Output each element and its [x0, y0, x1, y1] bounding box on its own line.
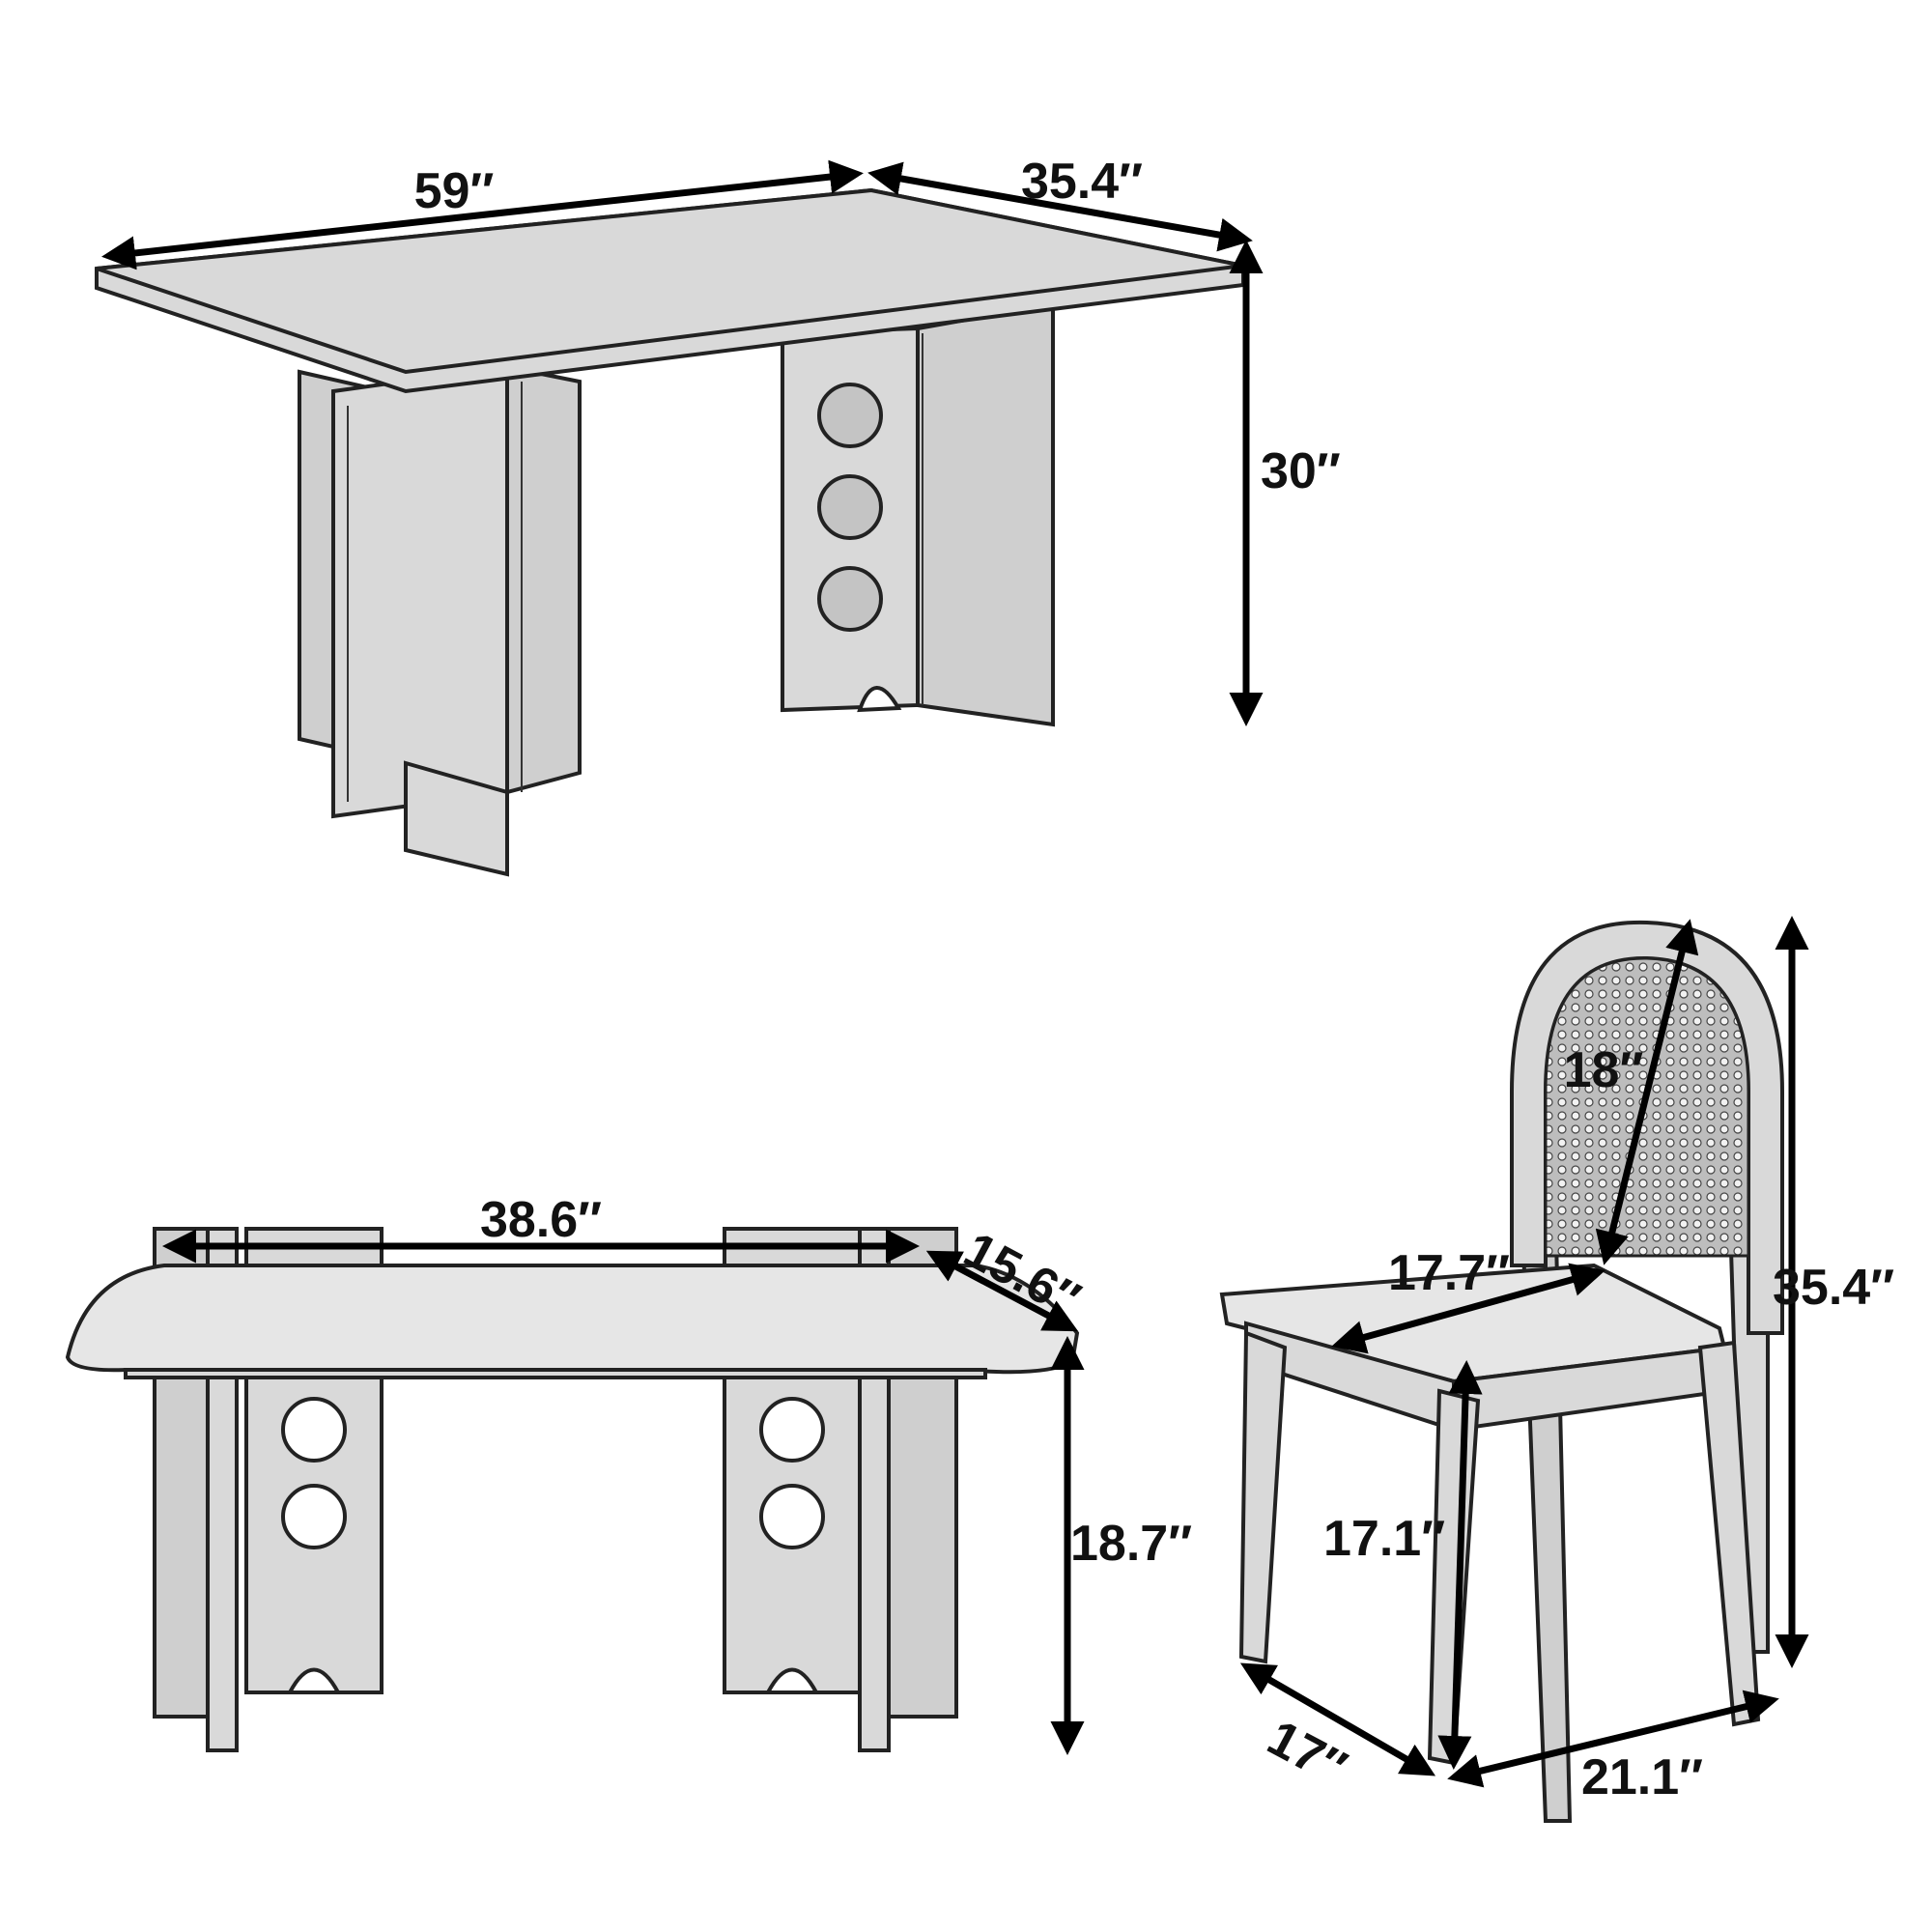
chair-seat-width-arrow — [1331, 1263, 1605, 1354]
bench-depth-arrow — [925, 1250, 1079, 1332]
chair-depth-arrow — [1239, 1662, 1436, 1776]
chair-width-arrow — [1447, 1690, 1779, 1788]
table-depth-arrow — [867, 161, 1253, 252]
chair-illustration — [1219, 920, 1784, 1823]
chair-total-height-label: 35.4″ — [1773, 1260, 1894, 1316]
table-height-label: 30″ — [1261, 443, 1341, 499]
chair-seat-width-label: 17.7″ — [1388, 1245, 1510, 1301]
table-depth-label: 35.4″ — [1021, 154, 1143, 210]
table-illustration — [95, 187, 1245, 877]
table-width-arrow — [101, 159, 864, 270]
bench-illustration — [65, 1227, 1080, 1752]
bench-width-label: 38.6″ — [480, 1192, 602, 1248]
table-width-label: 59″ — [414, 163, 495, 219]
chair-back-height-arrow — [1595, 919, 1699, 1265]
chair-back-height-label: 18″ — [1564, 1042, 1644, 1098]
bench-height-label: 18.7″ — [1070, 1516, 1192, 1572]
chair-seat-height-label: 17.1″ — [1323, 1511, 1445, 1567]
chair-width-label: 21.1″ — [1581, 1749, 1703, 1805]
